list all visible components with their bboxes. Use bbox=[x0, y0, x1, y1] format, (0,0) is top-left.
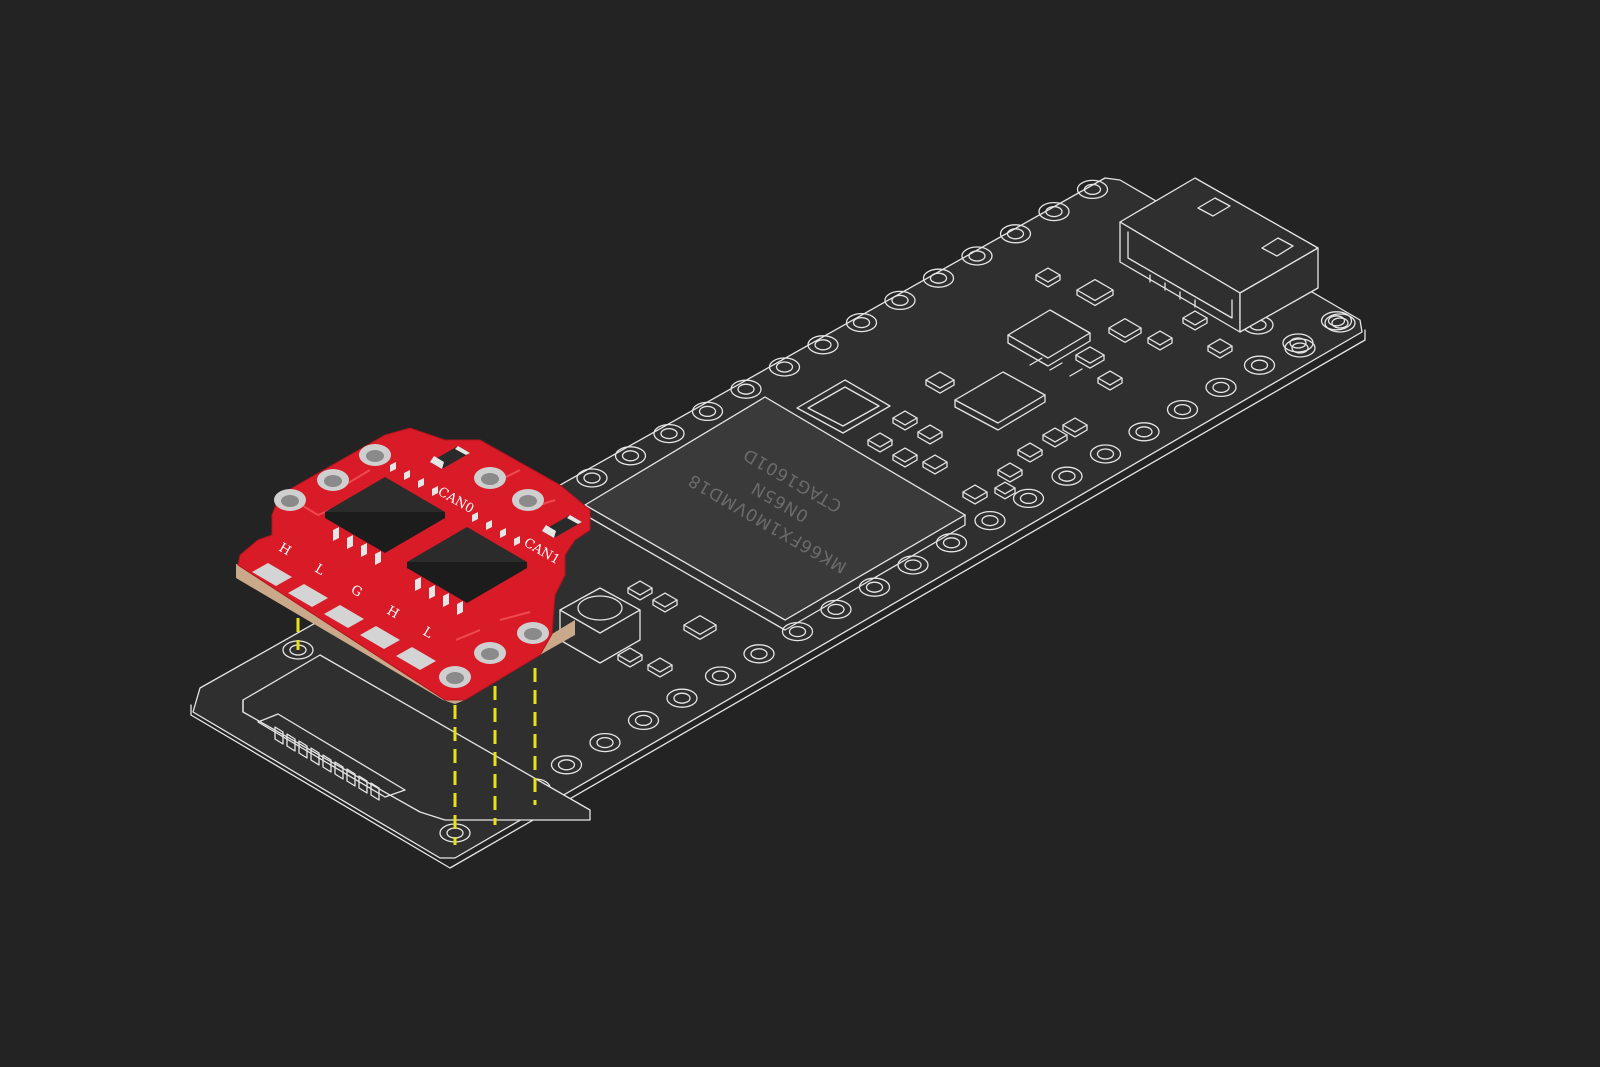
sd-card-slot bbox=[242, 654, 591, 821]
qfn-chip bbox=[796, 379, 891, 434]
sd-contacts bbox=[274, 726, 380, 801]
smd-part bbox=[1075, 346, 1105, 369]
main-chip: MK66FX1M0VMD18 0N65N CTAG1601D bbox=[583, 396, 967, 631]
pin-hole bbox=[922, 268, 955, 288]
pin-hole bbox=[845, 312, 878, 333]
smd-part bbox=[1097, 370, 1123, 391]
smd-part bbox=[652, 592, 678, 613]
breakout-holes bbox=[274, 444, 549, 688]
sd-contact bbox=[334, 761, 344, 780]
pin-hole bbox=[974, 510, 1006, 531]
capacitor-can1 bbox=[542, 515, 582, 538]
pin-hole bbox=[743, 644, 775, 664]
sd-contact bbox=[310, 747, 320, 766]
breakout-hole bbox=[439, 666, 471, 688]
smd-part bbox=[1108, 318, 1142, 343]
pin-hole bbox=[1038, 201, 1070, 222]
smd-part bbox=[997, 462, 1023, 483]
smd-part bbox=[892, 410, 918, 431]
pin-hole bbox=[589, 732, 621, 753]
sd-contact bbox=[346, 768, 356, 787]
soic-chip bbox=[325, 462, 445, 565]
smd-part bbox=[925, 371, 955, 394]
pin-hole bbox=[627, 710, 660, 731]
pin-hole bbox=[884, 290, 916, 311]
smd-part bbox=[647, 657, 673, 678]
pin-hole bbox=[1089, 444, 1122, 464]
sd-contact bbox=[298, 740, 308, 759]
breakout-hole bbox=[274, 489, 306, 511]
smd-part bbox=[962, 484, 988, 505]
pin-hole bbox=[1324, 313, 1356, 333]
breakout-hole bbox=[359, 444, 391, 466]
pin-row-upper bbox=[576, 179, 1109, 488]
smd-part bbox=[1182, 310, 1208, 331]
capacitor-can0 bbox=[430, 446, 470, 469]
sd-contact bbox=[370, 782, 380, 801]
sd-contact bbox=[322, 754, 332, 773]
breakout-hole bbox=[474, 642, 506, 664]
pin-hole bbox=[807, 335, 839, 355]
program-button bbox=[559, 587, 641, 664]
pin-hole bbox=[1205, 377, 1237, 398]
pin-hole bbox=[1076, 179, 1109, 200]
pin-hole bbox=[730, 379, 762, 399]
pin-hole bbox=[1128, 422, 1160, 442]
smd-part bbox=[867, 432, 893, 453]
breakout-hole bbox=[517, 622, 549, 644]
smd-part bbox=[1062, 417, 1088, 438]
soic-chip bbox=[407, 512, 527, 615]
pin-hole bbox=[653, 423, 685, 444]
pin-hole bbox=[1051, 466, 1083, 486]
pin-hole bbox=[576, 468, 608, 488]
sd-contact bbox=[274, 726, 284, 745]
sd-contact bbox=[286, 733, 296, 752]
smd-part bbox=[1207, 338, 1233, 359]
pin-hole bbox=[1166, 399, 1199, 420]
pin-hole bbox=[666, 688, 698, 708]
pin-hole bbox=[550, 755, 583, 775]
smd-part bbox=[1035, 267, 1061, 288]
breakout-hole bbox=[474, 467, 506, 489]
pin-hole bbox=[935, 533, 968, 553]
pin-hole bbox=[961, 246, 993, 266]
regulator bbox=[1007, 309, 1091, 377]
can-transceiver-chips bbox=[325, 462, 527, 615]
smd-part bbox=[1076, 278, 1114, 307]
smd-part bbox=[922, 454, 948, 475]
alignment-guides bbox=[296, 618, 537, 845]
breakout-hole bbox=[512, 489, 544, 511]
smd-part bbox=[917, 424, 943, 445]
pin-hole bbox=[1243, 355, 1276, 375]
smd-part bbox=[892, 447, 918, 468]
pin-hole bbox=[1320, 311, 1353, 331]
usb-connector bbox=[1119, 177, 1319, 333]
smd-part bbox=[1147, 330, 1173, 351]
pin-hole bbox=[999, 224, 1032, 244]
smd-part bbox=[1017, 442, 1043, 463]
pin-hole bbox=[691, 401, 724, 422]
smd-part bbox=[683, 615, 717, 640]
pin-hole bbox=[1012, 488, 1045, 509]
breakout-hole bbox=[317, 469, 349, 491]
pin-hole bbox=[614, 446, 647, 466]
smd-part bbox=[1042, 427, 1068, 448]
pin-hole bbox=[704, 666, 737, 686]
pin-hole bbox=[1284, 338, 1316, 358]
pin-hole bbox=[768, 357, 801, 377]
smd-part bbox=[617, 647, 643, 668]
smd-part bbox=[627, 580, 653, 601]
smd-components bbox=[617, 267, 1233, 678]
square-ic bbox=[954, 371, 1046, 431]
sd-contact bbox=[358, 775, 368, 794]
smd-part bbox=[994, 481, 1016, 500]
board-edge bbox=[190, 329, 1366, 869]
